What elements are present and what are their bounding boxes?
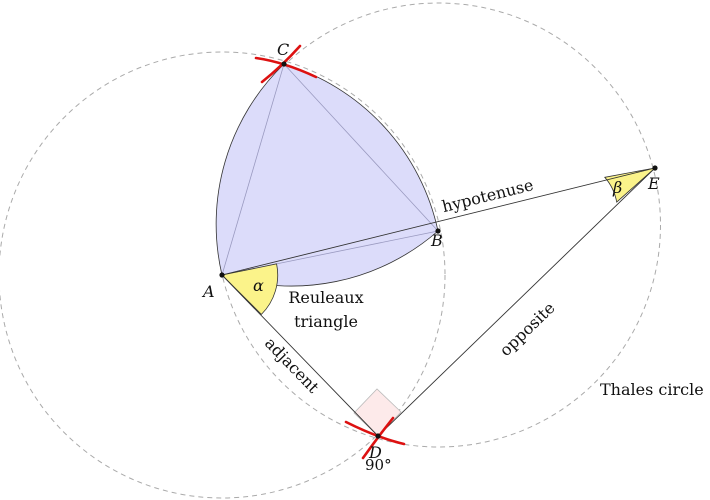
label-beta: β [612, 178, 622, 197]
angle-beta-sector [604, 167, 657, 203]
opposite-line [377, 167, 656, 437]
label-right-angle: 90° [365, 456, 392, 474]
label-e: E [647, 174, 660, 193]
label-a: A [201, 282, 215, 301]
points [219, 61, 658, 439]
hypotenuse-line [221, 167, 656, 276]
point-a [219, 272, 225, 278]
point-b [435, 228, 441, 234]
mark-c-arc-2 [260, 44, 302, 84]
label-hypotenuse: hypotenuse [440, 175, 535, 216]
label-alpha: α [253, 276, 264, 295]
label-opposite: opposite [496, 298, 559, 360]
adjacent-line [221, 274, 379, 437]
label-b: B [430, 231, 443, 250]
point-e [652, 165, 658, 171]
equilateral-triangle [221, 63, 439, 276]
label-d: D [368, 443, 382, 462]
reuleaux-triangle [215, 63, 439, 287]
circle-centered-a [0, 51, 446, 499]
label-c: C [277, 40, 289, 59]
label-reuleaux-line2: triangle [294, 312, 358, 331]
right-triangle [221, 167, 656, 437]
label-adjacent: adjacent [261, 334, 323, 398]
angle-alpha-sector [221, 263, 279, 315]
label-reuleaux-line1: Reuleaux [288, 288, 363, 307]
point-c [281, 61, 287, 67]
label-thales-circle: Thales circle [600, 380, 704, 399]
point-d [375, 433, 381, 439]
